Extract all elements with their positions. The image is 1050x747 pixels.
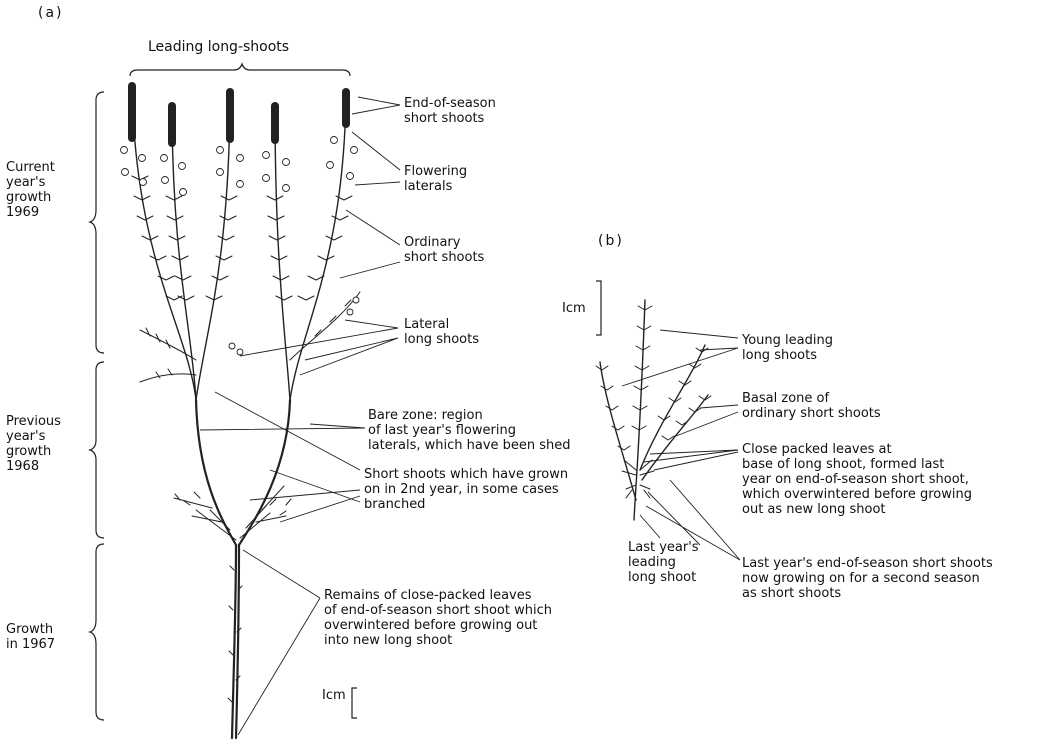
scale-label-b: Icm	[562, 301, 586, 316]
panel-label-a: (a)	[38, 6, 64, 21]
close-packed-label: Close packed leaves at base of long shoo…	[742, 442, 972, 517]
shoot-leaves	[132, 176, 360, 382]
flowering-label: Flowering laterals	[404, 164, 467, 194]
basal-zone-line-2: ordinary short shoots	[742, 406, 881, 421]
last-leading-label: Last year's leading long shoot	[628, 540, 699, 585]
previous-year-line-1: Previous	[6, 414, 61, 429]
end-of-season-line-1: End-of-season	[404, 96, 496, 111]
last-leading-line-3: long shoot	[628, 570, 699, 585]
current-year-line-4: 1969	[6, 205, 55, 220]
bare-zone-line-1: Bare zone: region	[368, 408, 571, 423]
last-leading-line-1: Last year's	[628, 540, 699, 555]
growth-1967-line-2: in 1967	[6, 637, 55, 652]
current-year-line-3: growth	[6, 190, 55, 205]
lateral-long-line-1: Lateral	[404, 317, 479, 332]
ordinary-line-2: short shoots	[404, 250, 484, 265]
leading-shoots-brace	[130, 64, 350, 76]
current-year-line-1: Current	[6, 160, 55, 175]
current-year-label: Current year's growth 1969	[6, 160, 55, 220]
previous-year-label: Previous year's growth 1968	[6, 414, 61, 474]
end-of-season-label: End-of-season short shoots	[404, 96, 496, 126]
growth-1967-line-1: Growth	[6, 622, 55, 637]
leading-shoots-label: Leading long-shoots	[148, 40, 289, 55]
previous-year-line-4: 1968	[6, 459, 61, 474]
last-end-line-1: Last year's end-of-season short shoots	[742, 556, 993, 571]
flowering-line-2: laterals	[404, 179, 467, 194]
short-2nd-line-2: on in 2nd year, in some cases	[364, 482, 568, 497]
close-packed-line-4: which overwintered before growing	[742, 487, 972, 502]
scale-bar-a	[352, 688, 357, 718]
growth-braces	[90, 64, 350, 720]
lateral-long-label: Lateral long shoots	[404, 317, 479, 347]
short-shoot-cluster-1968	[174, 486, 291, 540]
remains-line-2: of end-of-season short shoot which	[324, 603, 552, 618]
current-year-brace	[90, 92, 104, 353]
lateral-long-line-2: long shoots	[404, 332, 479, 347]
last-end-label: Last year's end-of-season short shoots n…	[742, 556, 993, 601]
young-leading-label: Young leading long shoots	[742, 333, 833, 363]
end-of-season-line-2: short shoots	[404, 111, 496, 126]
plant-b-leaves	[596, 306, 711, 498]
flowering-line-1: Flowering	[404, 164, 467, 179]
bare-zone-line-2: of last year's flowering	[368, 423, 571, 438]
short-2nd-label: Short shoots which have grown on in 2nd …	[364, 467, 568, 512]
young-leading-line-2: long shoots	[742, 348, 833, 363]
bare-zone-label: Bare zone: region of last year's floweri…	[368, 408, 571, 453]
remains-label: Remains of close-packed leaves of end-of…	[324, 588, 552, 648]
basal-zone-line-1: Basal zone of	[742, 391, 881, 406]
current-year-line-2: year's	[6, 175, 55, 190]
previous-year-line-3: growth	[6, 444, 61, 459]
last-end-line-2: now growing on for a second season	[742, 571, 993, 586]
ordinary-line-1: Ordinary	[404, 235, 484, 250]
previous-year-line-2: year's	[6, 429, 61, 444]
leaders-b	[622, 330, 740, 560]
remains-line-4: into new long shoot	[324, 633, 552, 648]
close-packed-line-5: out as new long shoot	[742, 502, 972, 517]
last-leading-line-2: leading	[628, 555, 699, 570]
close-packed-line-3: year on end-of-season short shoot,	[742, 472, 972, 487]
growth-1967-brace	[90, 544, 104, 720]
end-of-season-tips	[128, 82, 350, 147]
remains-line-1: Remains of close-packed leaves	[324, 588, 552, 603]
plant-b	[596, 281, 711, 520]
growth-1967-label: Growth in 1967	[6, 622, 55, 652]
last-end-line-3: as short shoots	[742, 586, 993, 601]
short-2nd-line-1: Short shoots which have grown	[364, 467, 568, 482]
scale-label-a: Icm	[322, 688, 346, 703]
close-packed-line-1: Close packed leaves at	[742, 442, 972, 457]
panel-label-b: (b)	[598, 234, 624, 249]
close-packed-line-2: base of long shoot, formed last	[742, 457, 972, 472]
ordinary-label: Ordinary short shoots	[404, 235, 484, 265]
short-2nd-line-3: branched	[364, 497, 568, 512]
flowering-laterals	[121, 137, 360, 356]
basal-zone-label: Basal zone of ordinary short shoots	[742, 391, 881, 421]
previous-year-brace	[90, 362, 104, 538]
bare-zone-line-3: laterals, which have been shed	[368, 438, 571, 453]
remains-line-3: overwintered before growing out	[324, 618, 552, 633]
young-leading-line-1: Young leading	[742, 333, 833, 348]
scale-bar-b	[596, 281, 601, 335]
